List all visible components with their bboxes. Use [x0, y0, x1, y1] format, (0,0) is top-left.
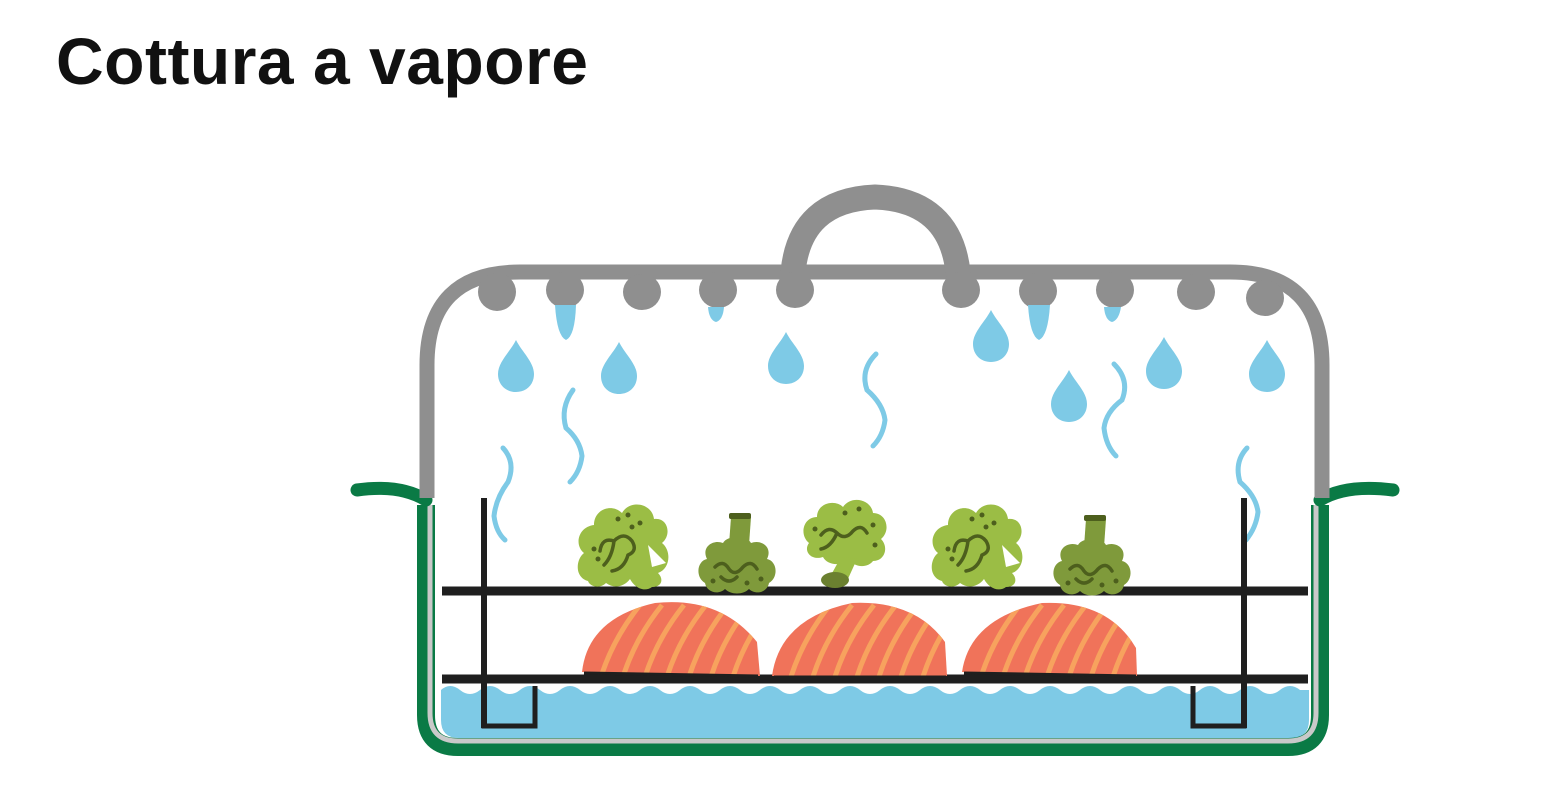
water-drop-icon [768, 332, 804, 384]
steam-wisp-icon [862, 351, 888, 449]
steam-wisp-icon [561, 387, 585, 485]
water-drop-icon [1051, 370, 1087, 422]
broccoli-floret-icon [577, 504, 669, 590]
page-title: Cottura a vapore [56, 24, 589, 98]
water-drop-icon [1146, 337, 1182, 389]
condensation-drops [478, 272, 1284, 316]
water-drop-icon [601, 342, 637, 394]
broccoli-floret-icon [803, 499, 887, 588]
salmon-fillet-icon [582, 602, 760, 678]
water-drop-icon [498, 340, 534, 392]
steam-wisp-icon [1235, 445, 1261, 543]
pot-lid-icon [419, 184, 1330, 498]
water-drop-icon [1249, 340, 1285, 392]
pot-handle-right [1313, 481, 1400, 507]
lid-knob [780, 184, 971, 285]
dripping-drops [555, 305, 1121, 340]
steamer-rack-icon [442, 498, 1308, 729]
water-drop-icon [973, 310, 1009, 362]
salmon-fillet-icon [962, 602, 1137, 678]
pot-handle-left [350, 481, 433, 507]
water [441, 686, 1309, 738]
steam-wisp-icon [1101, 361, 1128, 459]
broccoli-floret-icon [931, 504, 1023, 590]
salmon-fillet-icon [772, 602, 947, 679]
broccoli-floret-icon [698, 513, 776, 594]
steam-wisp-icon [491, 445, 514, 543]
broccoli-floret-icon [1053, 515, 1131, 596]
